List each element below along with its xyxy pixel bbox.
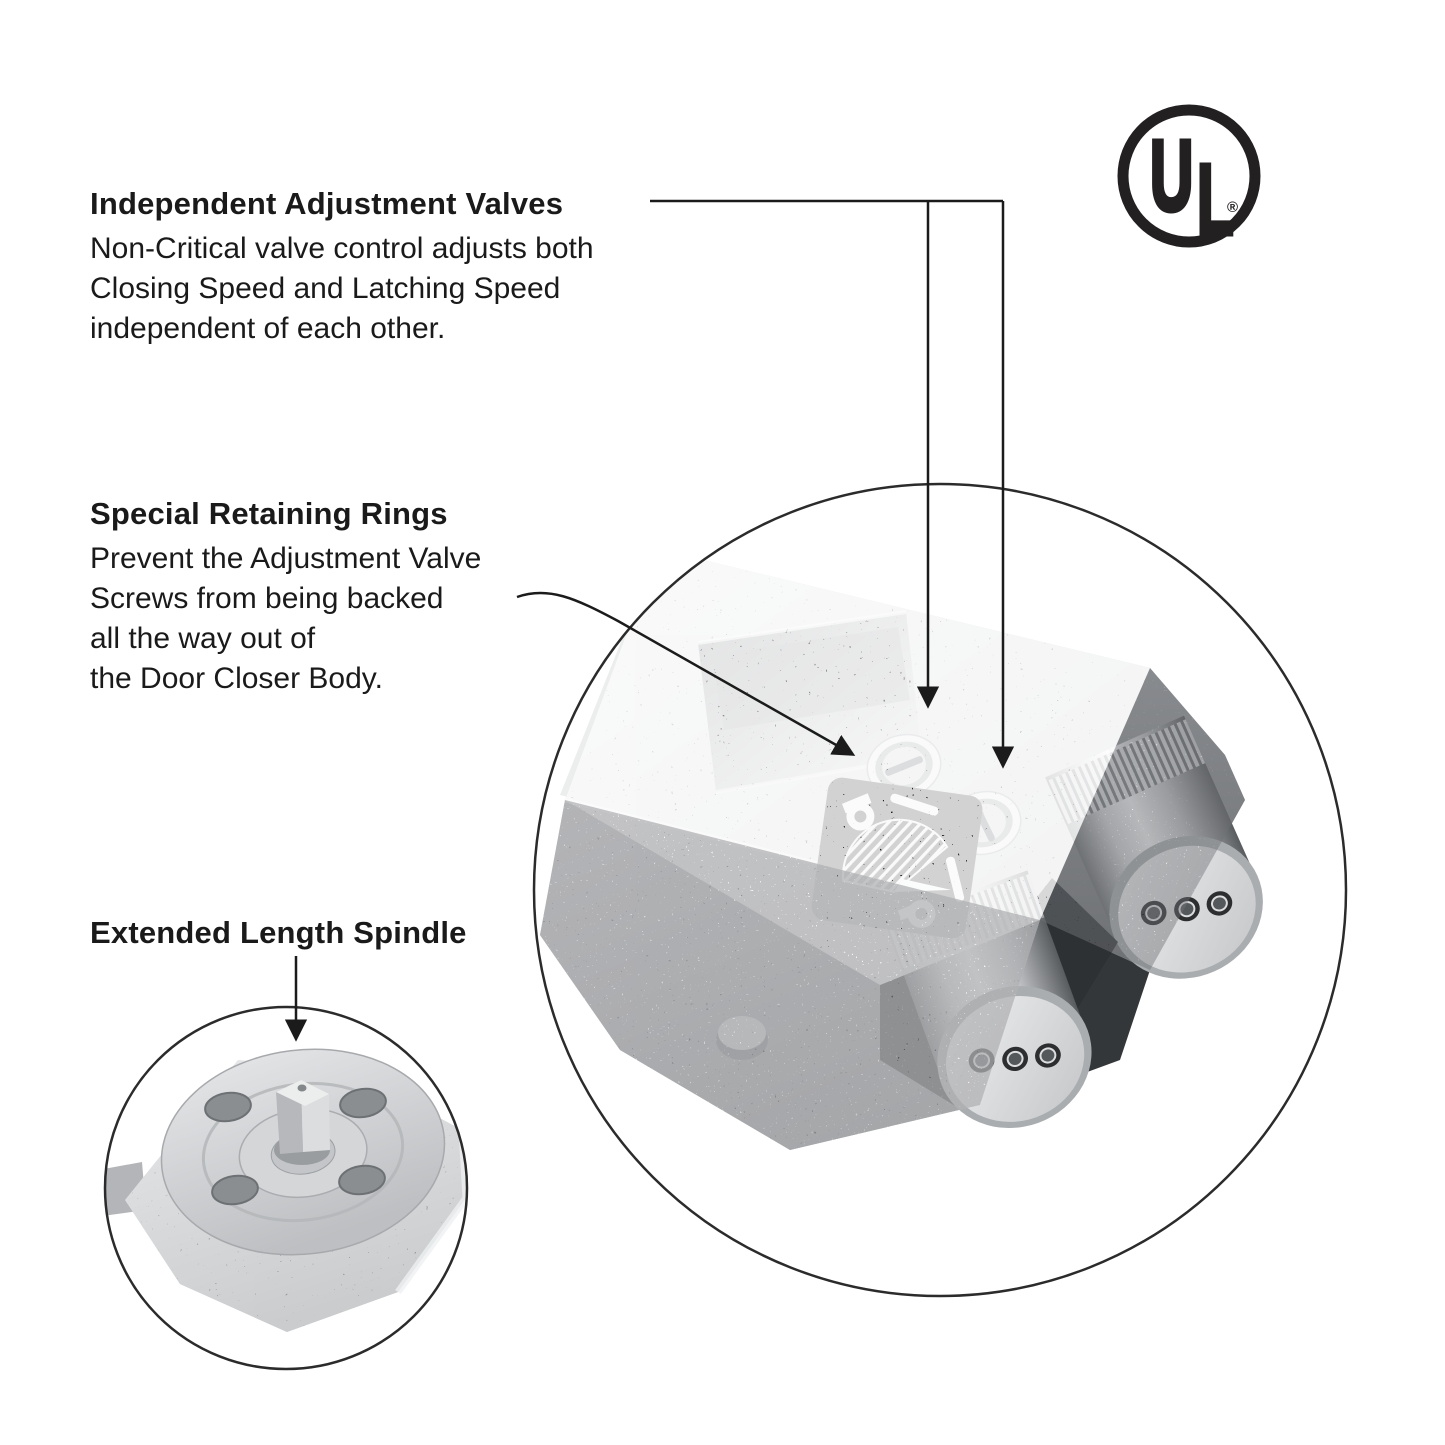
ul-logo-ring [1117, 104, 1261, 248]
callout-line: Non-Critical valve control adjusts both [90, 232, 594, 265]
callout-extended-spindle: Extended Length Spindle [90, 915, 467, 958]
registered-trademark-symbol: ® [1227, 199, 1238, 216]
leader-lines [284, 199, 1015, 1042]
ul-letter-l: L [1197, 144, 1234, 256]
spindle-center-dot [297, 1084, 307, 1092]
callout-title: Extended Length Spindle [90, 915, 467, 950]
texture-front-dark [540, 800, 1040, 1150]
spindle-detail-circle [103, 1005, 469, 1371]
callout-line: the Door Closer Body. [90, 662, 383, 695]
leader-arrow-retaining-ring [516, 591, 856, 756]
callout-line: all the way out of [90, 622, 316, 655]
spindle-detail-photo [105, 1007, 467, 1369]
callout-line: Closing Speed and Latching Speed [90, 272, 561, 305]
callout-title: Special Retaining Rings [90, 496, 448, 531]
main-detail-circle [532, 482, 1348, 1298]
callout-retaining-rings: Special Retaining Rings Prevent the Adju… [90, 496, 481, 699]
callout-title: Independent Adjustment Valves [90, 186, 564, 221]
plate-holes [204, 1087, 387, 1206]
ul-letter-u: U [1150, 120, 1193, 232]
callout-adjustment-valves: Independent Adjustment Valves Non-Critic… [90, 186, 594, 349]
extended-spindle [274, 1080, 330, 1165]
main-detail-photo [534, 484, 1346, 1296]
callout-line: Screws from being backed [90, 582, 444, 615]
callout-line: independent of each other. [90, 312, 446, 345]
callout-line: Prevent the Adjustment Valve [90, 542, 482, 575]
texture-side-dark [1040, 668, 1245, 970]
ul-certification-logo: U L ® [1117, 104, 1261, 258]
